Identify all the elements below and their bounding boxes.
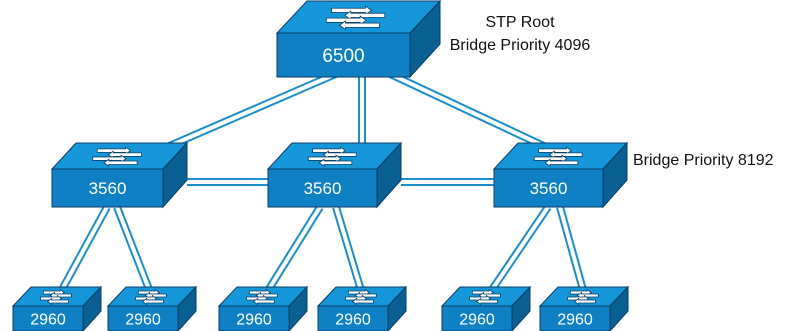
switch-arrow-icon — [533, 154, 568, 163]
switch-model-label: 2960 — [125, 311, 161, 328]
switch-front-face — [276, 32, 411, 78]
switch-arrow-icon — [338, 20, 380, 31]
core-switch-6500: 6500 — [275, 0, 442, 79]
switch-front-face — [317, 305, 389, 331]
switch-front-face — [12, 305, 84, 331]
switch-model-label: 3560 — [89, 179, 127, 198]
switch-arrow-icon — [141, 297, 164, 306]
link-dist2-access4 — [332, 205, 367, 299]
link-dist-2-3 — [401, 178, 494, 186]
switch-arrow-icon — [107, 150, 142, 159]
switch-front-face — [107, 305, 179, 331]
stp-root-label: STP Root — [485, 14, 555, 31]
access-switch-5: 2960 — [440, 285, 532, 331]
switch-arrow-icon — [351, 297, 374, 306]
access-switch-2: 2960 — [106, 285, 198, 331]
switch-arrow-icon — [96, 146, 132, 155]
access-switch-6: 2960 — [538, 285, 630, 331]
switch-side-face — [511, 285, 531, 331]
switch-model-label: 6500 — [322, 46, 364, 67]
switch-model-label: 2960 — [335, 311, 371, 328]
switch-arrow-icon — [46, 297, 69, 306]
access-switch-4: 2960 — [316, 285, 408, 331]
access-switch-3: 2960 — [217, 285, 309, 331]
link-dist1-access1 — [54, 205, 111, 299]
access-switch-1: 2960 — [11, 285, 103, 331]
switch-model-label: 2960 — [236, 311, 272, 328]
switch-arrow-icon — [475, 297, 498, 306]
switch-side-face — [82, 285, 102, 331]
switch-model-label: 2960 — [459, 311, 495, 328]
link-dist-1-2 — [187, 178, 268, 186]
root-bridge-priority-label: Bridge Priority 4096 — [450, 37, 591, 54]
link-dist1-access2 — [113, 205, 156, 299]
switch-side-face — [177, 285, 197, 331]
switch-arrow-icon — [322, 150, 357, 159]
switch-arrow-icon — [548, 150, 583, 159]
link-dist3-access5 — [483, 204, 552, 300]
distribution-bridge-priority-label: Bridge Priority 8192 — [633, 152, 774, 169]
switch-front-face — [267, 168, 378, 208]
switch-front-face — [493, 168, 604, 208]
switch-model-label: 2960 — [557, 311, 593, 328]
switch-arrow-icon — [331, 5, 373, 16]
switch-arrow-icon — [92, 154, 127, 163]
switch-model-label: 3560 — [304, 179, 342, 198]
switch-arrow-icon — [103, 158, 138, 168]
distribution-switch-1: 3560 — [50, 141, 189, 209]
switch-front-face — [441, 305, 513, 331]
switch-arrow-icon — [573, 297, 596, 306]
switch-arrow-icon — [538, 146, 572, 155]
switch-arrow-icon — [318, 158, 353, 168]
switch-arrow-icon — [312, 146, 346, 155]
switch-arrow-icon — [325, 15, 367, 26]
distribution-switch-3: 3560 — [492, 141, 629, 209]
switch-side-face — [288, 285, 308, 331]
switch-model-label: 2960 — [30, 311, 66, 328]
link-dist2-access3 — [260, 204, 324, 300]
links-layer — [54, 69, 589, 300]
switch-model-label: 3560 — [530, 179, 568, 198]
switch-side-face — [609, 285, 629, 331]
switch-front-face — [218, 305, 290, 331]
switch-arrow-icon — [307, 154, 342, 163]
switch-front-face — [539, 305, 611, 331]
switch-arrow-icon — [544, 158, 579, 168]
switch-arrow-icon — [252, 297, 275, 306]
switch-arrow-icon — [344, 10, 386, 21]
link-dist3-access6 — [556, 205, 589, 299]
switch-side-face — [387, 285, 407, 331]
switches-layer: 6500 3560 3560 3560 2960 2960 2960 2960 2960 2960 — [11, 0, 630, 331]
switch-front-face — [51, 168, 164, 208]
distribution-switch-2: 3560 — [266, 141, 403, 209]
